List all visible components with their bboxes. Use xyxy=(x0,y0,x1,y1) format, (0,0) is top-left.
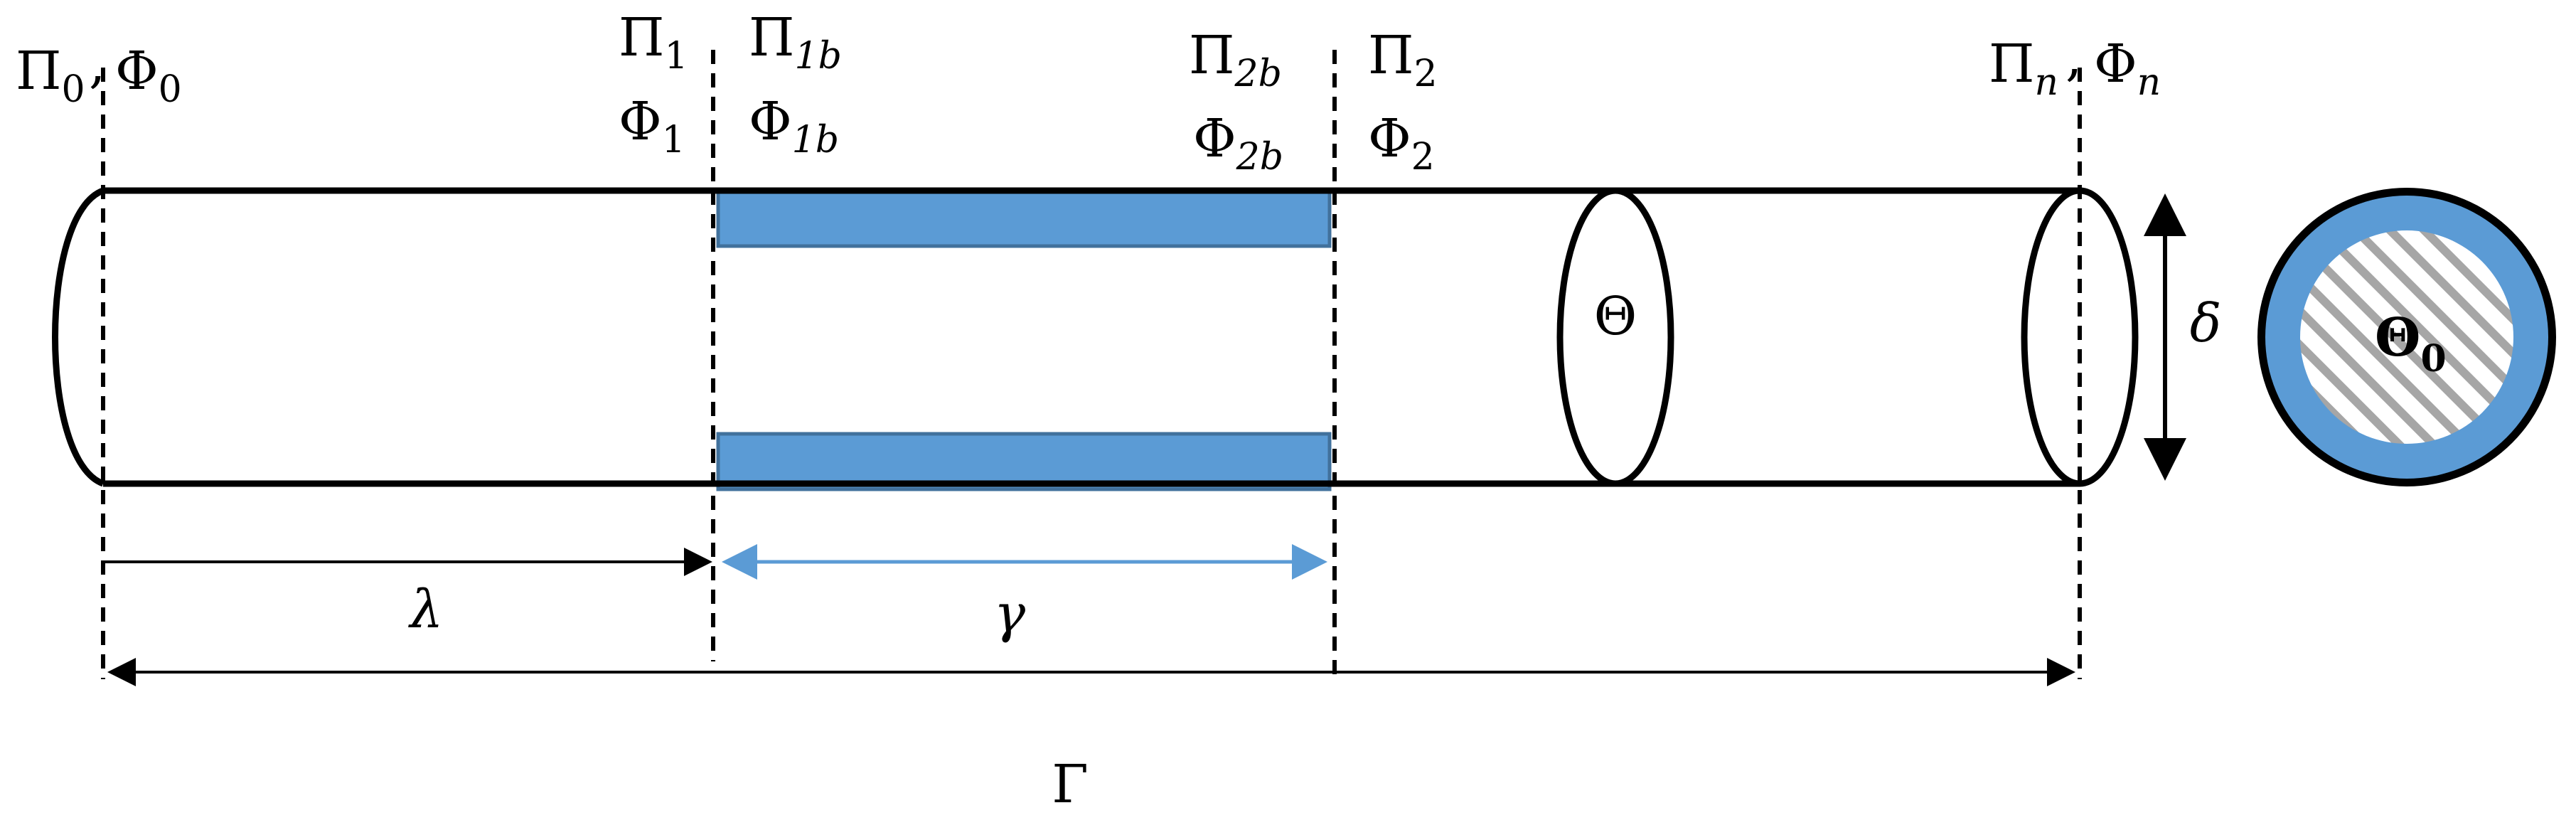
plane-label-pi-n: Πn xyxy=(1989,33,2058,104)
cross-section xyxy=(2257,188,2556,486)
plane-label-pi-2: Π2 xyxy=(1368,25,1438,95)
coating-band-top xyxy=(716,188,1332,248)
plane-label-phi-2b: Φ2b xyxy=(1193,108,1283,179)
plane-labels: Π0 , Φ0 Π1 Φ1 Π1b Φ1b Π2b Φ2b Π2 Φ2 Πn ,… xyxy=(16,7,2161,179)
cylinder-mid-ellipse xyxy=(1556,187,1674,487)
plane-separator-0: , xyxy=(89,33,106,95)
plane-label-pi-1: Π1 xyxy=(619,7,688,78)
cross-section-label: Θ0 xyxy=(2375,307,2447,380)
plane-label-pi-0: Π0 xyxy=(16,41,85,111)
plane-label-phi-2: Φ2 xyxy=(1368,108,1435,179)
plane-label-phi-1: Φ1 xyxy=(619,91,685,161)
cross-section-core xyxy=(2300,230,2513,444)
cylinder-left-end xyxy=(52,187,105,487)
Gamma-label: Γ xyxy=(1052,754,1088,815)
plane-lines xyxy=(101,50,2082,679)
plane-label-phi-0: Φ0 xyxy=(115,41,182,111)
section-theta-label: Θ xyxy=(1594,286,1637,347)
plane-label-phi-1b: Φ1b xyxy=(749,91,839,161)
delta-label: δ xyxy=(2190,293,2222,354)
coating-band-bottom xyxy=(716,432,1332,491)
plane-label-pi-1b: Π1b xyxy=(749,7,842,78)
gamma-label: γ xyxy=(994,583,1026,644)
cylinder xyxy=(52,187,2139,487)
lambda-label: λ xyxy=(408,579,444,640)
plane-label-pi-2b: Π2b xyxy=(1189,25,1282,95)
plane-separator-n: , xyxy=(2065,26,2083,87)
plane-label-phi-n: Φn xyxy=(2094,33,2161,104)
